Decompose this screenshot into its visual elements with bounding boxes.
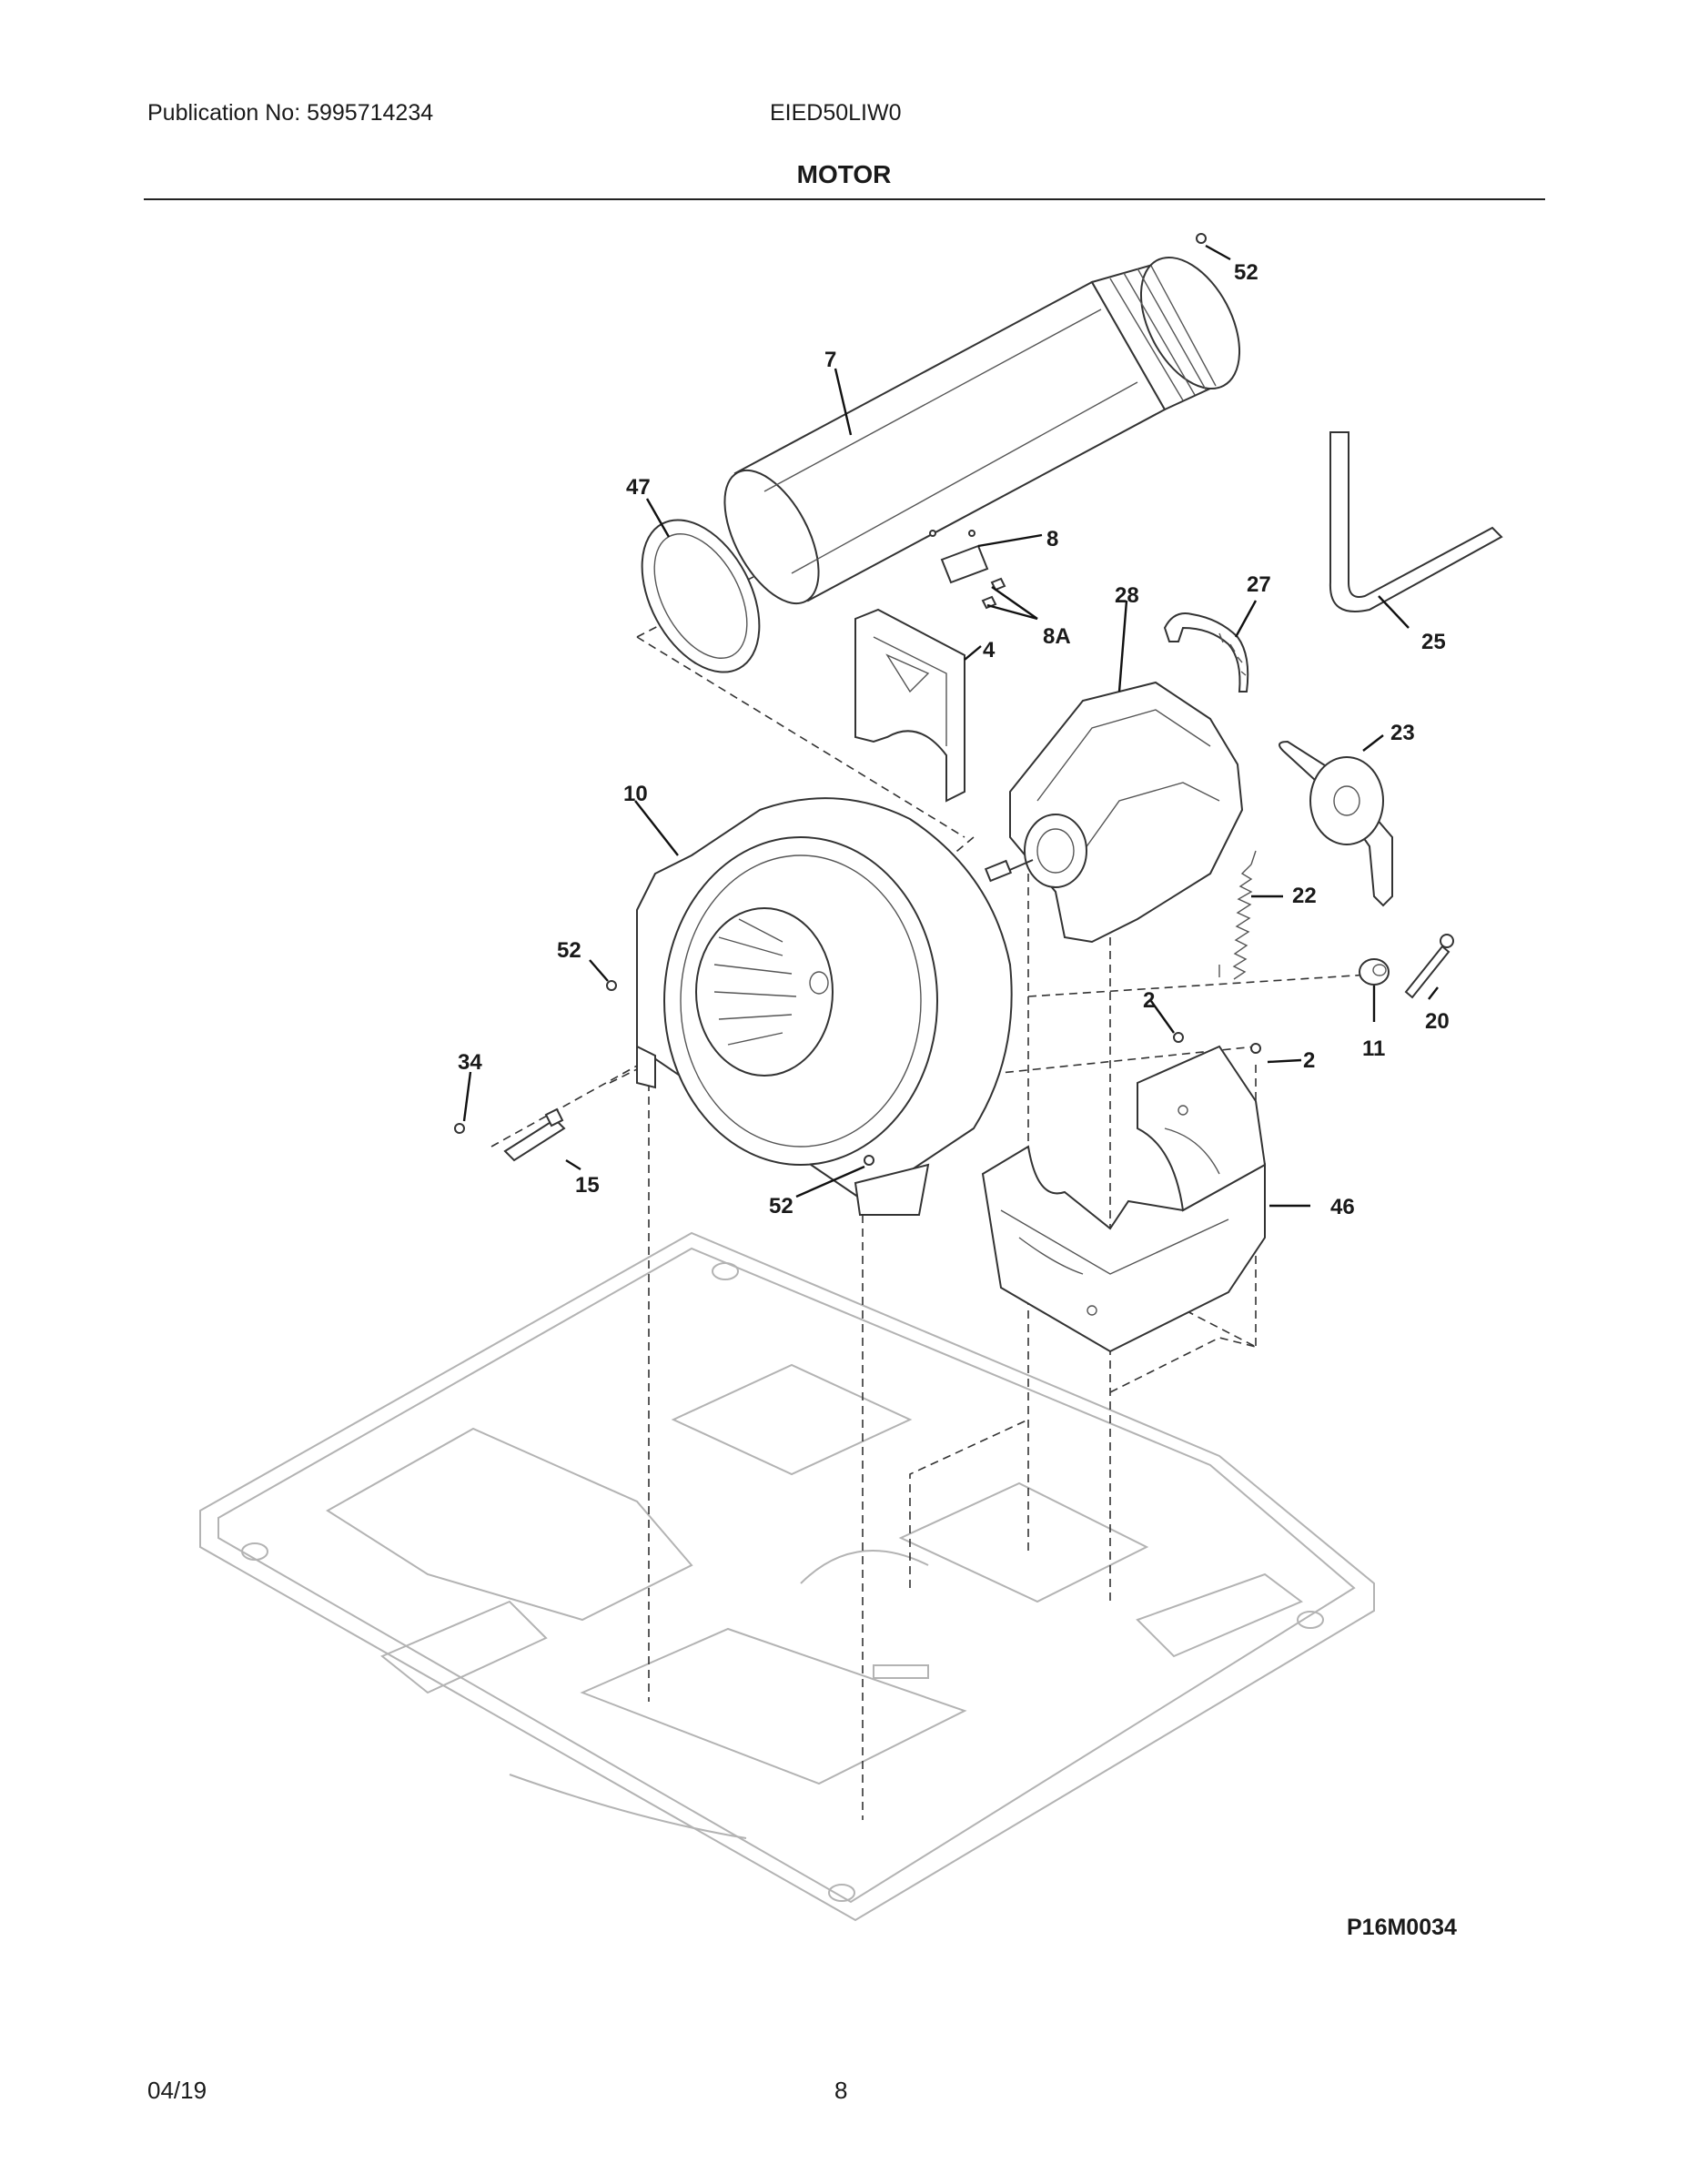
idler-pulley-icon xyxy=(1279,740,1393,907)
idler-spring-icon xyxy=(1218,850,1257,980)
drive-belt-icon xyxy=(1329,431,1503,612)
callout-11: 11 xyxy=(1362,1036,1385,1061)
header-rule xyxy=(144,198,1545,200)
section-title: MOTOR xyxy=(796,160,892,188)
drive-motor-icon xyxy=(984,681,1244,944)
callout-46: 46 xyxy=(1330,1195,1355,1219)
callout-52-b: 52 xyxy=(557,938,581,963)
screw-icons xyxy=(454,233,1261,1166)
callout-47: 47 xyxy=(626,475,651,500)
footer-date: 04/19 xyxy=(147,2077,207,2104)
base-plate-icon xyxy=(199,1231,1375,1922)
blower-housing-icon xyxy=(636,797,1013,1216)
callout-8a: 8A xyxy=(1043,624,1071,649)
bushing-icon xyxy=(1359,958,1390,986)
sensor-probe-icon xyxy=(503,1107,566,1162)
callout-labels: 52 7 47 8 8A 4 28 27 25 23 10 22 52 2 20… xyxy=(458,260,1450,1219)
callout-4: 4 xyxy=(983,638,996,662)
model-number: EIED50LIW0 xyxy=(770,100,902,126)
callout-25: 25 xyxy=(1421,630,1446,654)
callout-15: 15 xyxy=(575,1173,600,1198)
callout-22: 22 xyxy=(1292,884,1317,908)
figure-id: P16M0034 xyxy=(1347,1915,1457,1940)
callout-2: 2 xyxy=(1143,988,1155,1013)
callout-27: 27 xyxy=(1247,572,1271,597)
motor-mount-icon xyxy=(981,1045,1267,1353)
thermostat-icon xyxy=(929,530,1006,610)
callout-2-b: 2 xyxy=(1303,1048,1315,1073)
callout-52-c: 52 xyxy=(769,1194,793,1218)
callout-28: 28 xyxy=(1115,583,1139,608)
leader-lines xyxy=(462,244,1439,1208)
callout-52: 52 xyxy=(1234,260,1258,285)
callout-7: 7 xyxy=(824,348,836,372)
callout-8: 8 xyxy=(1046,527,1058,551)
callout-34: 34 xyxy=(458,1050,482,1075)
callout-20: 20 xyxy=(1425,1009,1450,1034)
bolt-icon xyxy=(1404,934,1454,999)
page-number: 8 xyxy=(834,2077,848,2104)
callout-10: 10 xyxy=(623,782,648,806)
motor-clamp-icon xyxy=(1163,612,1249,693)
publication-number: Publication No: 5995714234 xyxy=(147,100,434,126)
duct-bracket-icon xyxy=(854,608,965,803)
callout-23: 23 xyxy=(1390,721,1415,745)
exhaust-duct-icon xyxy=(723,256,1241,605)
